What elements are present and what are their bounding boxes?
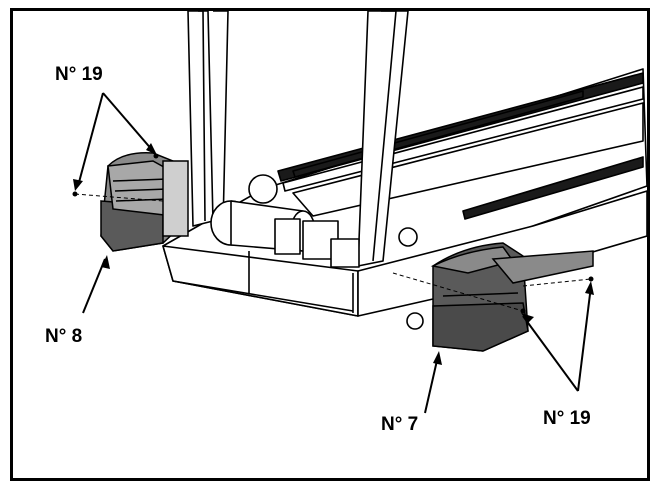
left-end-cap bbox=[100, 152, 189, 252]
treadmill-assembly-drawing bbox=[72, 11, 647, 414]
leader-arrows bbox=[77, 92, 592, 414]
screw-alignment-lines bbox=[74, 193, 592, 312]
arrow-heads bbox=[73, 143, 594, 365]
callout-part-19-right: N° 19 bbox=[543, 408, 591, 429]
drive-motor bbox=[210, 200, 418, 268]
upright-posts bbox=[187, 11, 409, 267]
callout-part-19-left: N° 19 bbox=[55, 64, 103, 85]
screws bbox=[72, 153, 594, 314]
callout-part-8: N° 8 bbox=[45, 326, 83, 347]
diagram-frame: N° 19 N° 8 N° 7 N° 19 bbox=[10, 8, 650, 481]
callout-part-7: N° 7 bbox=[381, 414, 419, 435]
right-end-cap bbox=[430, 242, 594, 352]
